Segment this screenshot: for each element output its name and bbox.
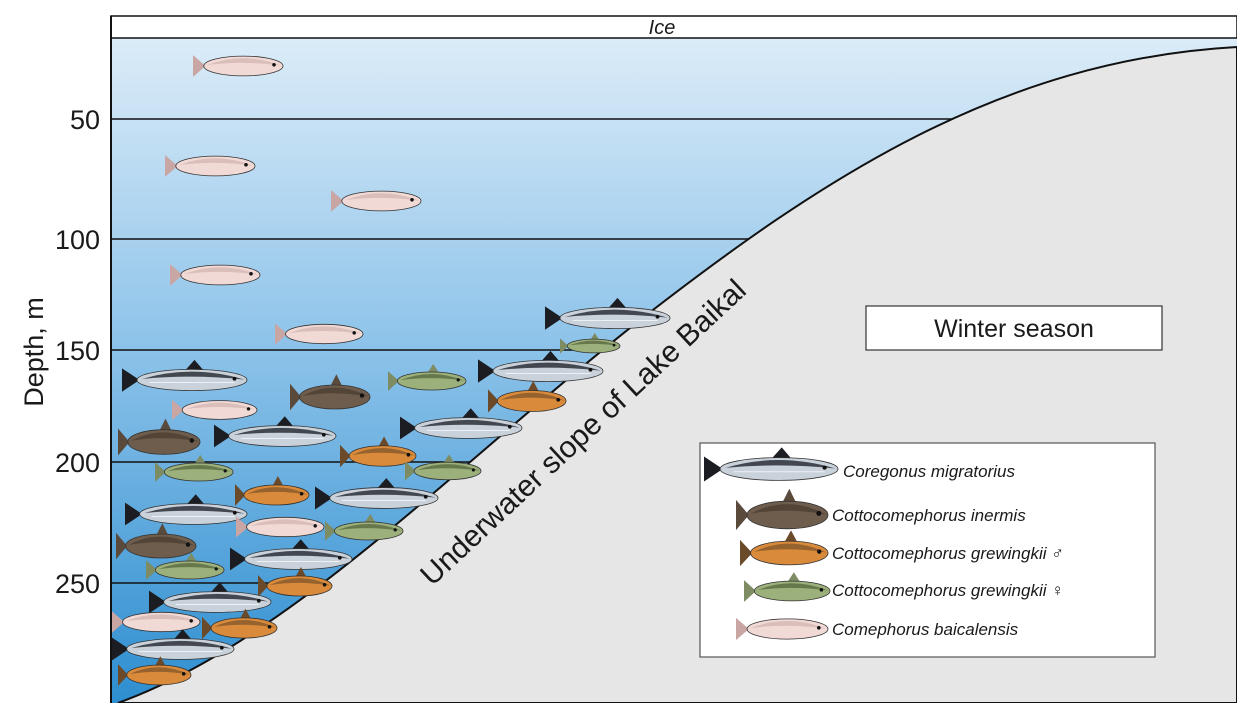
depth-tick-250: 250 — [55, 569, 100, 599]
legend-label-grewingkii-male: Cottocomephorus grewingkii ♂ — [832, 544, 1064, 563]
depth-tick-200: 200 — [55, 448, 100, 478]
legend-label-comephorus: Comephorus baicalensis — [832, 620, 1019, 639]
season-label: Winter season — [934, 315, 1094, 343]
legend-label-coregonus: Coregonus migratorius — [843, 462, 1015, 481]
depth-ticks: 50 100 150 200 250 — [55, 105, 100, 599]
depth-axis-label: Depth, m — [19, 297, 49, 407]
depth-tick-150: 150 — [55, 336, 100, 366]
ice-label: Ice — [649, 17, 676, 39]
legend-label-grewingkii-female: Cottocomephorus grewingkii ♀ — [832, 581, 1064, 600]
legend-label-inermis: Cottocomephorus inermis — [832, 506, 1026, 525]
depth-tick-100: 100 — [55, 225, 100, 255]
depth-tick-50: 50 — [70, 105, 100, 135]
